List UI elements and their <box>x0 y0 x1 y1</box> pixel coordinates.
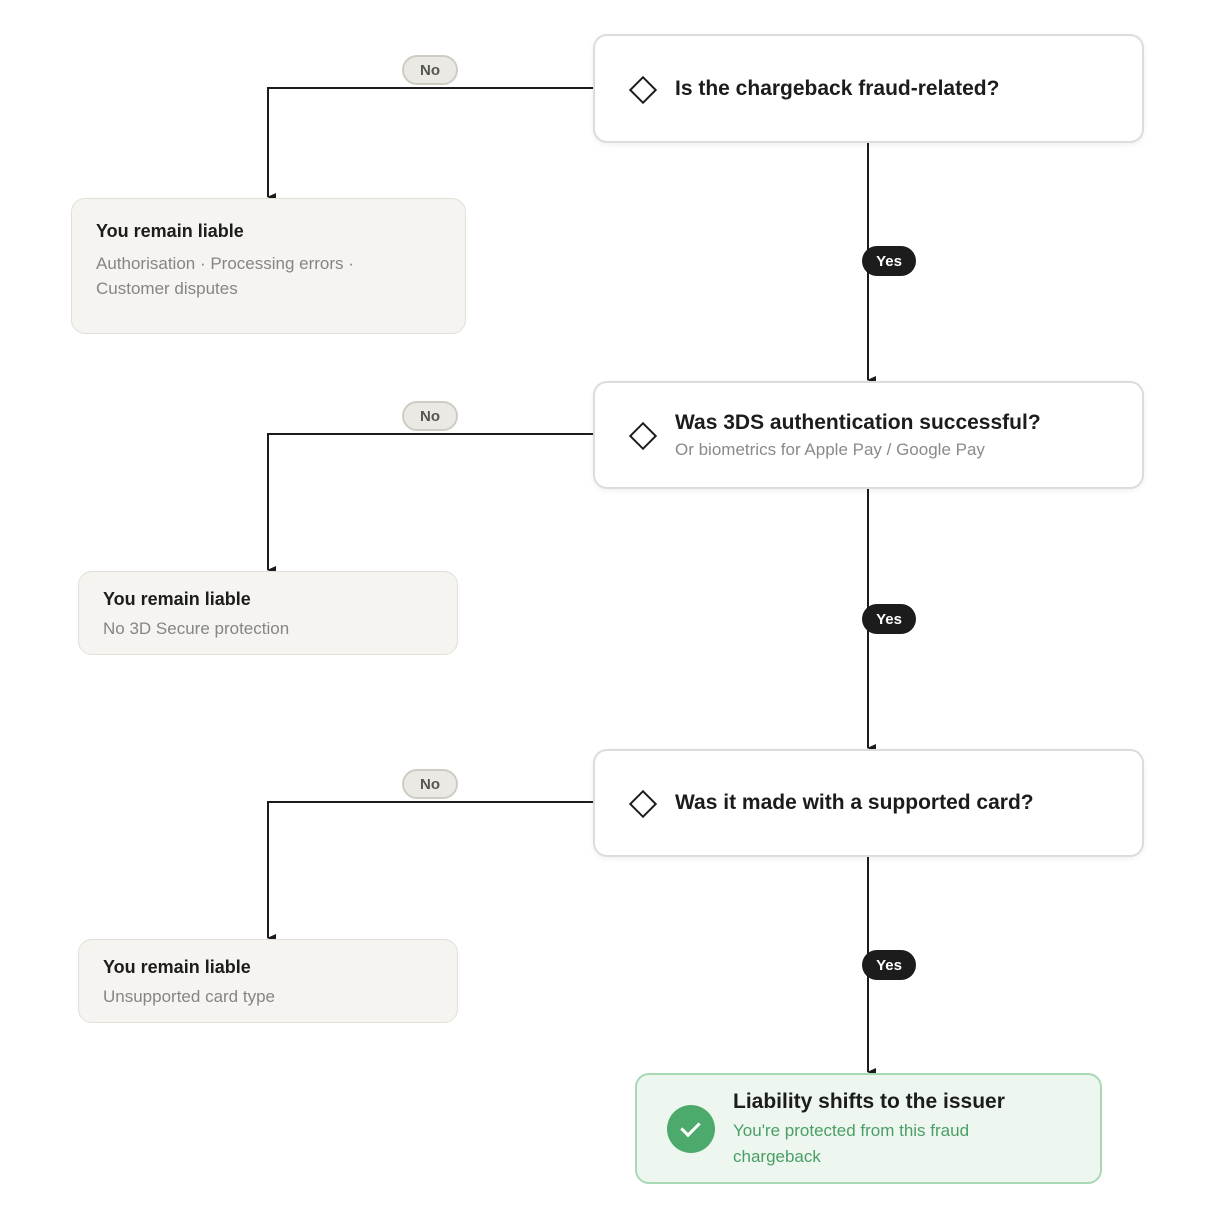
outcome-title: You remain liable <box>103 957 251 977</box>
decision-question: Was 3DS authentication successful? <box>675 410 1041 434</box>
no-connector-2 <box>267 433 593 574</box>
success-title: Liability shifts to the issuer <box>733 1089 1005 1113</box>
outcome-liable-no-3ds: You remain liable No 3D Secure protectio… <box>78 571 458 655</box>
check-icon <box>667 1104 715 1153</box>
decision-fraud-related: Is the chargeback fraud-related? <box>593 34 1144 143</box>
decision-subtitle: Or biometrics for Apple Pay / Google Pay <box>675 439 985 459</box>
branch-label-no: No <box>402 401 458 431</box>
outcome-title: You remain liable <box>96 221 244 241</box>
decision-3ds-success: Was 3DS authentication successful? Or bi… <box>593 381 1144 489</box>
branch-label-yes: Yes <box>862 246 916 276</box>
diamond-icon <box>627 74 657 104</box>
decision-supported-card: Was it made with a supported card? <box>593 749 1144 857</box>
outcome-title: You remain liable <box>103 589 251 609</box>
branch-label-yes: Yes <box>862 604 916 634</box>
success-detail: You're protected from this fraud chargeb… <box>733 1120 970 1166</box>
diamond-icon <box>627 420 657 450</box>
no-connector-3 <box>267 801 593 942</box>
diamond-icon <box>627 788 657 818</box>
decision-question: Was it made with a supported card? <box>675 791 1034 814</box>
branch-label-no: No <box>402 55 458 85</box>
outcome-detail: Authorisation · Processing errors · Cust… <box>96 254 354 298</box>
outcome-detail: No 3D Secure protection <box>103 619 290 638</box>
outcome-liability-shift: Liability shifts to the issuer You're pr… <box>635 1073 1102 1184</box>
outcome-liable-unsupported-card: You remain liable Unsupported card type <box>78 939 458 1023</box>
outcome-liable-not-fraud: You remain liable Authorisation · Proces… <box>71 198 466 334</box>
decision-question: Is the chargeback fraud-related? <box>675 76 1000 100</box>
no-connector-1 <box>267 87 593 201</box>
branch-label-yes: Yes <box>862 950 916 980</box>
branch-label-no: No <box>402 769 458 799</box>
outcome-detail: Unsupported card type <box>103 987 275 1006</box>
